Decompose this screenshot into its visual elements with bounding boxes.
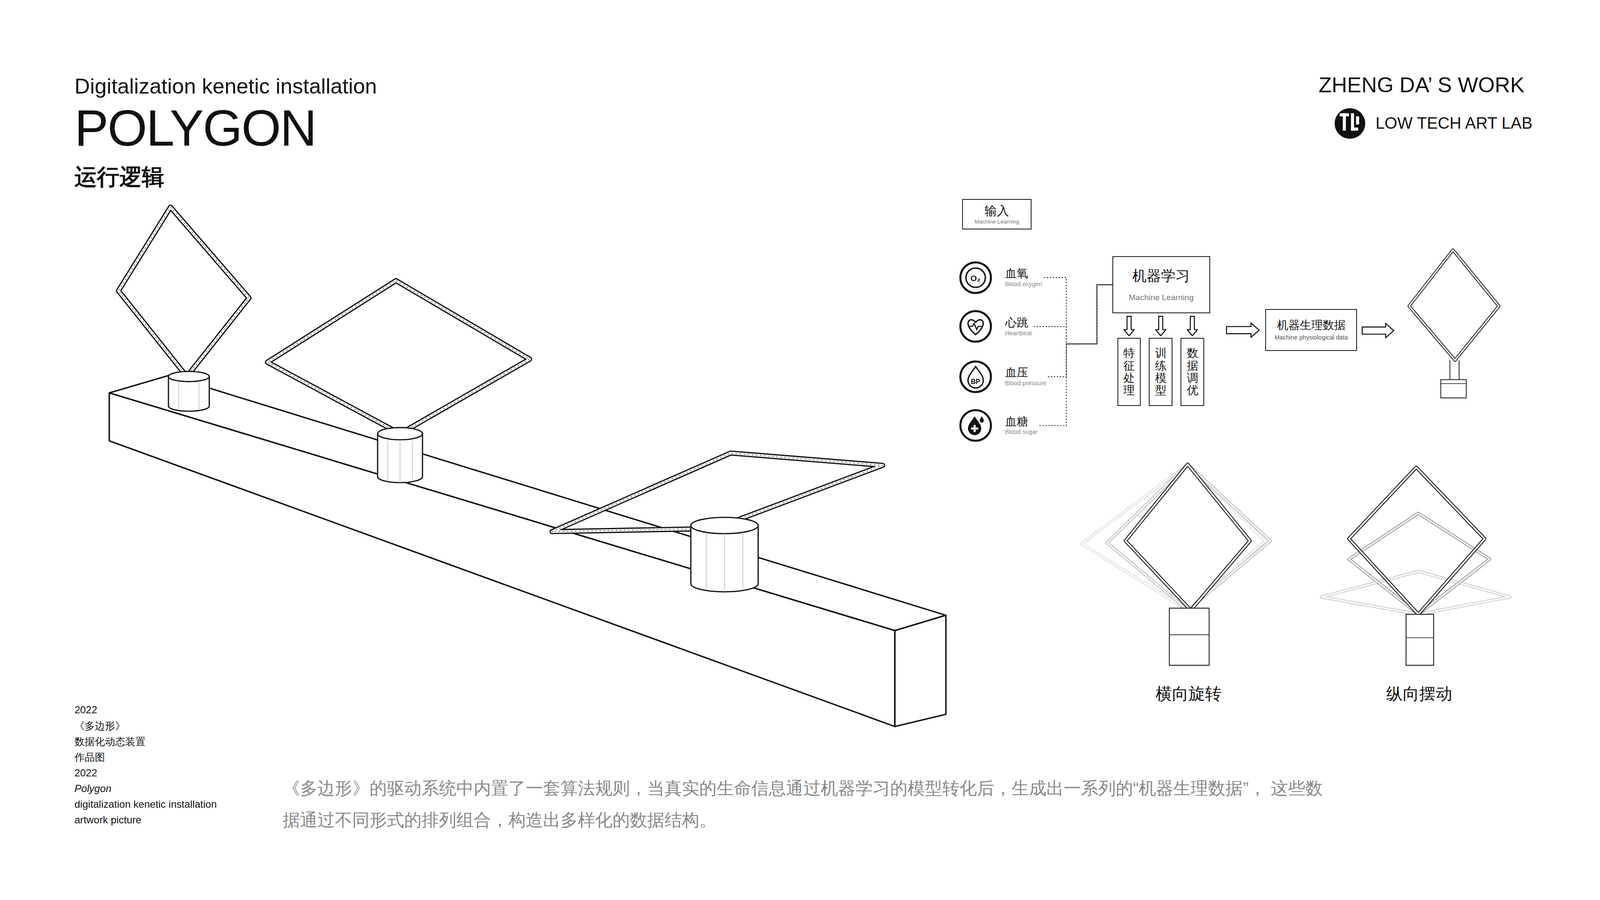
author-name: ZHENG DA’ S WORK	[1318, 72, 1525, 99]
vital-sign-node: 血压Blood pressure	[958, 359, 1049, 395]
node-title: 输入	[984, 203, 1010, 219]
note-text: Polygon	[74, 782, 112, 795]
title: POLYGON	[74, 102, 316, 155]
lab-logo	[1334, 108, 1366, 139]
subtitle: Digitalization kenetic installation	[74, 73, 378, 100]
pedestal	[690, 517, 759, 592]
node-subtitle: Machine Learning	[1128, 292, 1194, 303]
dotted-connector	[1043, 277, 1113, 345]
process-box: 机器生理数据Machine physiological data	[1265, 308, 1358, 351]
lab-name: LOW TECH ART LAB	[1375, 113, 1533, 133]
node-subtitle: Machine physiological data	[1274, 333, 1349, 342]
node-subtitle: Heartbeat	[1005, 329, 1032, 337]
node-title: 数据调优	[1186, 347, 1199, 397]
note-text: artwork picture	[74, 813, 142, 827]
output-arrow	[1362, 323, 1394, 338]
node-title: 训练模型	[1155, 347, 1167, 397]
process-box: 输入Machine Learning	[962, 198, 1032, 230]
node-subtitle: Blood oxygen	[1005, 280, 1043, 288]
vital-icon	[958, 359, 994, 395]
vital-sign-node: 心跳Heartbeat	[958, 308, 1034, 344]
process-box: 机器学习 Machine Learning	[1112, 256, 1211, 314]
note-text: 2022	[74, 766, 98, 780]
motion-caption: 横向旋转	[1155, 684, 1222, 704]
node-title: 心跳	[1005, 316, 1029, 330]
diamond-frame	[118, 206, 250, 377]
node-title: 血糖	[1005, 415, 1029, 429]
node-subtitle: Blood pressure	[1005, 379, 1047, 387]
note-text: 数据化动态装置	[74, 735, 146, 748]
node-subtitle: Machine Learning	[974, 218, 1020, 226]
vital-sign-node: 血糖Blood sugar	[958, 408, 1040, 443]
node-title: 血氧	[1005, 267, 1029, 281]
motion-caption: 纵向摆动	[1386, 684, 1453, 704]
hollow-arrow	[1123, 316, 1134, 336]
hollow-arrow	[1187, 316, 1198, 336]
note-text: 2022	[74, 703, 98, 717]
note-text: digitalization kenetic installation	[74, 798, 217, 811]
icon-text: O₂	[970, 273, 981, 284]
step-box: 数据调优	[1180, 337, 1204, 407]
icon-text: BP	[971, 377, 981, 386]
note-text: 《多边形》	[74, 720, 126, 733]
pedestal	[168, 371, 210, 412]
node-title: 血压	[1005, 366, 1029, 380]
swing-figure	[1321, 467, 1511, 666]
node-title: 机器学习	[1132, 267, 1190, 285]
diamond-frame	[267, 280, 530, 434]
step-box: 特征处理	[1117, 337, 1141, 407]
section-heading: 运行逻辑	[74, 163, 165, 191]
rotation-figure	[1081, 464, 1271, 666]
pedestal	[377, 427, 423, 483]
vital-icon	[958, 408, 994, 443]
step-box: 训练模型	[1148, 337, 1173, 407]
dotted-connector	[1048, 284, 1113, 377]
node-title: 机器生理数据	[1277, 318, 1346, 333]
node-subtitle: Blood sugar	[1005, 428, 1038, 436]
polygon-figure	[1409, 250, 1499, 399]
vital-icon	[958, 308, 994, 344]
dotted-connector	[1033, 284, 1113, 345]
hollow-arrow	[1155, 316, 1166, 336]
display-beam	[109, 375, 947, 727]
dotted-connector	[1039, 284, 1113, 426]
hollow-arrow	[1226, 322, 1260, 338]
note-text: 作品图	[74, 751, 105, 764]
caption: 《多边形》的驱动系统中内置了一套算法规则，当真实的生命信息通过机器学习的模型转化…	[282, 772, 1324, 836]
node-title: 特征处理	[1123, 347, 1135, 397]
